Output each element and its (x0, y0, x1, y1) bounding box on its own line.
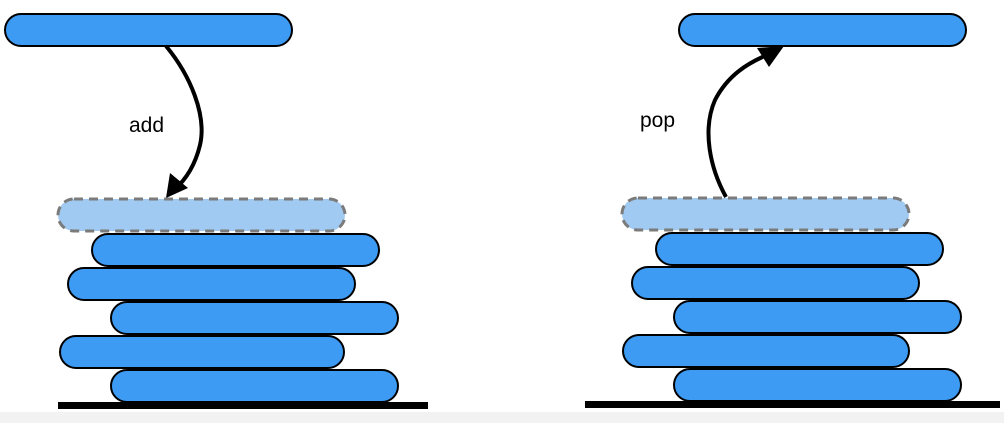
add-ghost-slot (56, 197, 347, 233)
add-stack-plate (110, 369, 399, 403)
pop-outgoing-plate (678, 13, 967, 47)
add-incoming-plate (4, 13, 293, 47)
pop-ghost-slot (620, 196, 911, 232)
pop-arrow (706, 53, 768, 198)
add-arrow-head (166, 173, 188, 198)
add-panel: add (4, 13, 428, 409)
pop-label: pop (640, 109, 675, 132)
pop-panel: pop (585, 13, 1000, 408)
pop-stack-plate (631, 266, 920, 300)
add-stack (59, 233, 399, 403)
add-stack-plate (91, 233, 380, 267)
pop-stack-plate (673, 368, 962, 402)
add-stack-plate (59, 335, 345, 369)
pop-stack-plate (622, 334, 910, 368)
pop-stack-plate (673, 300, 962, 334)
bottom-strip (0, 412, 1004, 423)
pop-stack-plate (655, 232, 944, 266)
add-stack-plate (67, 267, 356, 301)
add-stack-plate (110, 301, 399, 335)
pop-ground-line (585, 401, 1000, 408)
add-arrow (164, 44, 204, 192)
pop-arrow-head (757, 46, 784, 67)
pop-stack (622, 232, 962, 402)
add-label: add (129, 114, 164, 137)
add-ground-line (58, 402, 428, 409)
